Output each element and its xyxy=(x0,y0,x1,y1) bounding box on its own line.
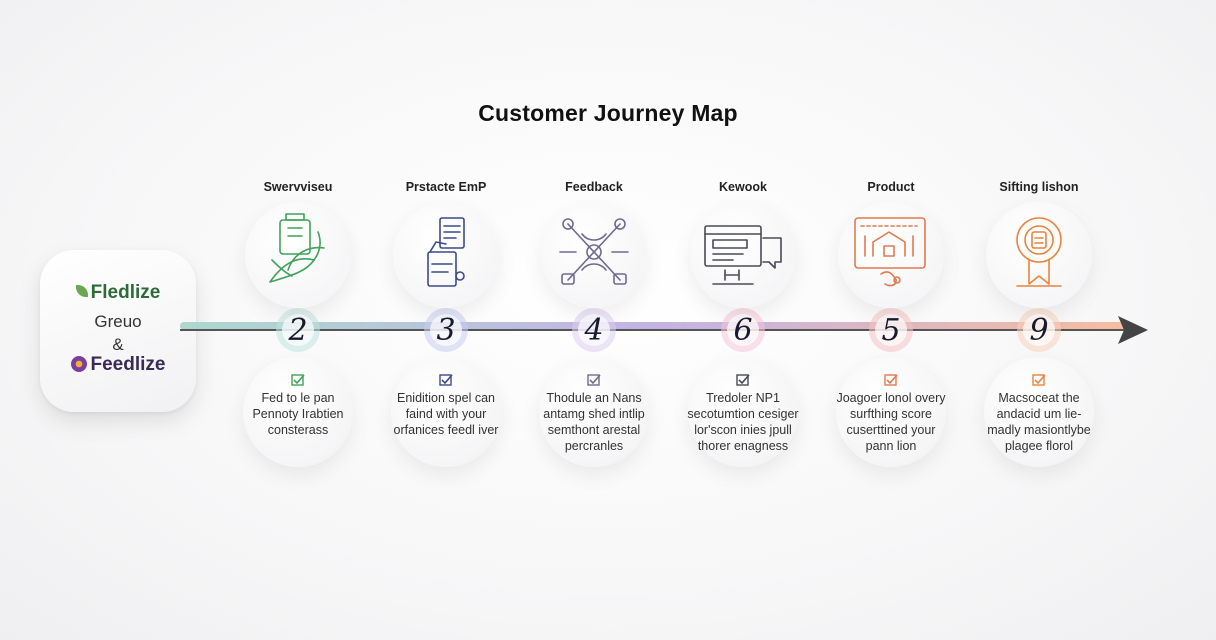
description-line: Fed to le pan xyxy=(261,391,335,405)
timeline-node: 3 xyxy=(424,308,468,352)
description-line: cuserttined your xyxy=(846,423,936,437)
description-line: Joagoer lonol overy xyxy=(836,391,946,405)
node-core xyxy=(727,314,759,346)
stage-label: Swervviseu xyxy=(263,180,333,194)
description-line: pann lion xyxy=(865,439,917,453)
description-line: orfanices feedl iver xyxy=(393,423,499,437)
checkbox-icon xyxy=(437,373,455,387)
stage-label: Kewook xyxy=(719,180,767,194)
brand-line-2: Greuo xyxy=(94,312,142,331)
stage-number: 6 xyxy=(733,313,752,348)
stage-description: Joagoer lonol overy surfthing score cusert… xyxy=(816,390,966,454)
checkbox-icon xyxy=(1030,373,1048,387)
stage-number: 5 xyxy=(881,313,900,348)
timeline-arrow xyxy=(1118,316,1148,344)
stage-description: Macsoceat the andacid um lie-madly masion… xyxy=(964,390,1114,454)
icon-bubble xyxy=(986,202,1092,308)
brand-card: Fledlize Greuo & Feedlize xyxy=(40,250,196,412)
timeline-node: 9 xyxy=(1017,308,1061,352)
stage-label: Feedback xyxy=(565,180,623,194)
node-core xyxy=(578,314,610,346)
description-line: Macsoceat the xyxy=(998,391,1080,405)
stage-number: 9 xyxy=(1029,313,1048,348)
description-line: plagee florol xyxy=(1004,439,1074,453)
stage-number: 4 xyxy=(583,313,603,348)
description-line: Tredoler NP1 xyxy=(706,391,780,405)
node-core xyxy=(875,314,907,346)
description-line: thorer enagness xyxy=(697,439,789,453)
brand-line-4: Feedlize xyxy=(40,354,196,376)
description-line: consterass xyxy=(267,423,329,437)
stage-label: Product xyxy=(867,180,915,194)
leaf-icon xyxy=(75,285,88,297)
description-line: Pennoty Irabtien xyxy=(252,407,344,421)
brand-line-3: & xyxy=(112,335,124,354)
timeline-node: 5 xyxy=(869,308,913,352)
description-line: faind with your xyxy=(405,407,487,421)
description-line: antamg shed intlip xyxy=(543,407,645,421)
icon-bubble xyxy=(245,202,351,308)
page-title: Customer Journey Map xyxy=(478,100,738,126)
description-line: surfthing score xyxy=(850,407,932,421)
description-line: Thodule an Nans xyxy=(546,391,642,405)
description-line: madly masiontlybe xyxy=(987,423,1091,437)
node-core xyxy=(1023,314,1055,346)
description-line: andacid um lie- xyxy=(996,407,1082,421)
icon-bubble xyxy=(541,202,647,308)
stage-label: Prstacte EmP xyxy=(405,180,487,194)
description-line: semthont arestal xyxy=(547,423,641,437)
icon-bubble xyxy=(838,202,944,308)
icon-bubble xyxy=(690,202,796,308)
description-line: secotumtion cesiger xyxy=(687,407,799,421)
icon-bubble xyxy=(393,202,499,308)
stage-description: Enidition spel can faind with your orfanic… xyxy=(371,390,521,438)
flower-icon xyxy=(70,356,87,372)
checkbox-icon xyxy=(882,373,900,387)
stage-number: 2 xyxy=(287,313,307,348)
brand-line-1: Fledlize xyxy=(40,282,196,304)
stage-number: 3 xyxy=(436,313,455,348)
node-core xyxy=(430,314,462,346)
description-line: percranles xyxy=(564,439,624,453)
checkbox-icon xyxy=(289,373,307,387)
stage-description: Thodule an Nans antamg shed intlip semthon… xyxy=(519,390,669,454)
timeline-node: 6 xyxy=(721,308,765,352)
node-core xyxy=(282,314,314,346)
checkbox-icon xyxy=(585,373,603,387)
checkbox-icon xyxy=(734,373,752,387)
timeline-node: 4 xyxy=(572,308,616,352)
description-line: lor'scon inies jpull xyxy=(694,423,792,437)
timeline-band xyxy=(180,322,1130,330)
timeline-node: 2 xyxy=(276,308,320,352)
stage-description: Tredoler NP1 secotumtion cesiger lor'scon … xyxy=(668,390,818,454)
description-line: Enidition spel can xyxy=(397,391,495,405)
stage-label: Sifting lishon xyxy=(999,180,1079,194)
